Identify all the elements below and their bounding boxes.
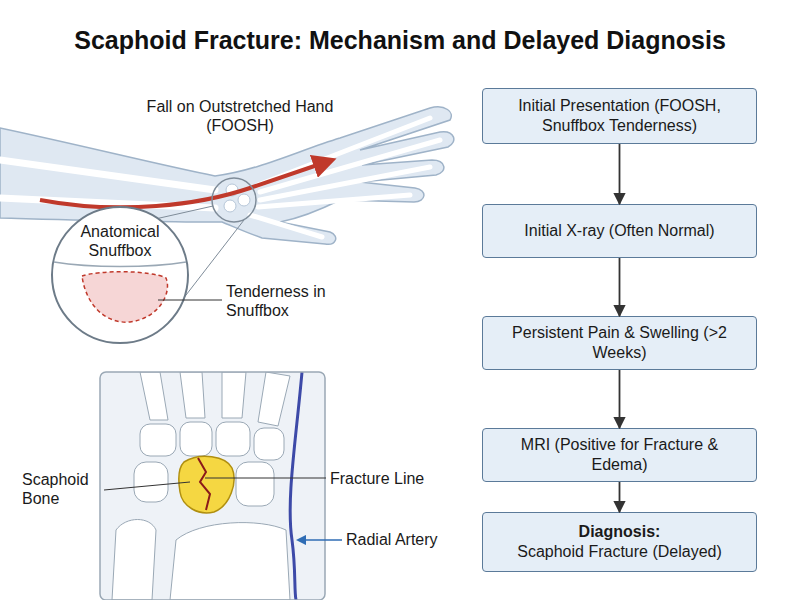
flow-arrow bbox=[619, 370, 621, 428]
fracture-line bbox=[198, 458, 210, 510]
process-box: Initial X-ray (Often Normal) bbox=[482, 204, 757, 258]
carpal-bone bbox=[216, 422, 250, 456]
leader-line bbox=[158, 300, 222, 301]
magnifier-circle bbox=[52, 207, 188, 343]
diagram-title: Scaphoid Fracture: Mechanism and Delayed… bbox=[0, 26, 800, 55]
scaphoid-bone bbox=[179, 456, 234, 513]
carpal-bone bbox=[236, 462, 274, 506]
skin-line bbox=[54, 262, 186, 267]
leader-line bbox=[104, 482, 190, 490]
carpal-bone bbox=[238, 194, 250, 206]
snuffbox-area bbox=[82, 272, 168, 322]
flow-arrow bbox=[619, 482, 621, 512]
process-box: Initial Presentation (FOOSH, Snuffbox Te… bbox=[482, 88, 757, 144]
thumb-bone bbox=[250, 215, 322, 237]
carpal-bone bbox=[134, 462, 168, 502]
carpal-bone bbox=[180, 422, 212, 456]
callout-label: Fracture Line bbox=[330, 469, 450, 488]
box-text: MRI (Positive for Fracture & Edema) bbox=[491, 435, 748, 475]
ulna-bone bbox=[112, 520, 156, 600]
flow-arrow bbox=[619, 258, 621, 316]
bone-label: Scaphoid Bone bbox=[22, 470, 106, 508]
process-box: Diagnosis:Scaphoid Fracture (Delayed) bbox=[482, 512, 757, 572]
metacarpal-bone bbox=[258, 372, 290, 426]
mechanism-label: Fall on Outstretched Hand (FOOSH) bbox=[145, 97, 335, 135]
vessel-label: Radial Artery bbox=[346, 530, 456, 549]
leader-arrow bbox=[298, 539, 342, 541]
xray-panel bbox=[100, 372, 325, 600]
radial-artery bbox=[290, 372, 302, 600]
zoom-circle bbox=[212, 178, 256, 222]
callout-label: Tenderness in Snuffbox bbox=[226, 282, 336, 320]
flow-arrow bbox=[619, 144, 621, 204]
region-label: Anatomical Snuffbox bbox=[58, 222, 182, 260]
metacarpal-bone bbox=[222, 372, 246, 418]
process-box: MRI (Positive for Fracture & Edema) bbox=[482, 428, 757, 482]
leader-line bbox=[205, 478, 326, 479]
metacarpal-bone bbox=[180, 372, 205, 418]
metacarpal-bone bbox=[140, 372, 168, 420]
box-text: Initial X-ray (Often Normal) bbox=[524, 221, 714, 241]
box-text: Persistent Pain & Swelling (>2 Weeks) bbox=[491, 323, 748, 363]
box-text: Initial Presentation (FOOSH, Snuffbox Te… bbox=[491, 96, 748, 136]
carpal-bone bbox=[140, 424, 176, 456]
process-box: Persistent Pain & Swelling (>2 Weeks) bbox=[482, 316, 757, 370]
carpal-bone bbox=[254, 428, 284, 460]
force-arrow bbox=[40, 160, 332, 207]
forearm-bone bbox=[0, 160, 215, 190]
box-text: Diagnosis: bbox=[579, 522, 661, 542]
xray-frame bbox=[100, 372, 325, 600]
radius-bone bbox=[170, 523, 290, 600]
box-text: Scaphoid Fracture (Delayed) bbox=[517, 542, 722, 562]
carpal-bone bbox=[224, 200, 236, 212]
metacarpal-bone bbox=[258, 195, 410, 207]
